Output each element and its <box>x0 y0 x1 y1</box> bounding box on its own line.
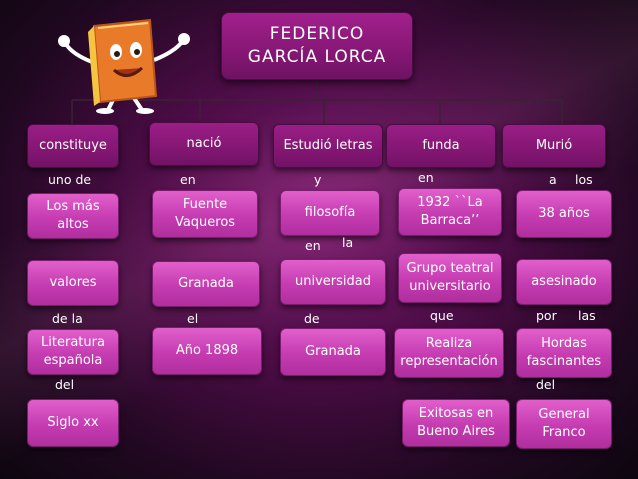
title-line-1: FEDERICO <box>270 23 364 46</box>
header-murio: Murió <box>502 124 606 168</box>
box-literatura-espanola: Literatura española <box>27 329 119 375</box>
connector-que: que <box>430 308 454 323</box>
connector-a: a <box>549 172 557 187</box>
box-fuente-vaqueros: Fuente Vaqueros <box>152 190 258 238</box>
connector-en-2: en <box>305 238 321 253</box>
box-38-anos: 38 años <box>516 190 612 238</box>
box-los-mas-altos: Los más altos <box>27 193 119 239</box>
box-valores: valores <box>27 260 119 306</box>
connector-la: la <box>342 235 353 250</box>
header-funda: funda <box>386 124 496 168</box>
box-filosofia: filosofía <box>280 190 380 236</box>
connector-por: por <box>536 308 557 323</box>
box-exitosas-bueno-aires: Exitosas en Bueno Aires <box>402 399 510 447</box>
box-universidad: universidad <box>280 259 386 305</box>
box-ano-1898: Año 1898 <box>152 327 262 375</box>
title-line-2: GARCÍA LORCA <box>248 46 386 69</box>
header-nacio: nació <box>149 122 259 166</box>
connector-de: de <box>304 311 320 326</box>
connector-y: y <box>314 172 321 187</box>
connector-en-3: en <box>418 170 434 185</box>
connector-del-2: del <box>536 377 555 392</box>
connector-en: en <box>180 172 196 187</box>
connector-de-la: de la <box>52 311 83 326</box>
header-estudio-letras: Estudió letras <box>273 124 383 168</box>
box-realiza-representacion: Realiza representación <box>394 328 504 378</box>
box-siglo-xx: Siglo xx <box>27 399 119 447</box>
box-general-franco: General Franco <box>516 399 612 449</box>
connector-uno-de: uno de <box>48 172 91 187</box>
book-mascot-icon <box>52 14 207 114</box>
box-granada: Granada <box>152 261 260 307</box>
connector-el: el <box>187 311 198 326</box>
connector-del: del <box>55 377 74 392</box>
box-grupo-teatral-universitario: Grupo teatral universitario <box>398 253 502 303</box>
connector-las: las <box>578 308 596 323</box>
box-hordas-fascinantes: Hordas fascinantes <box>516 328 612 378</box>
header-constituye: constituye <box>27 124 119 168</box>
title-box: FEDERICO GARCÍA LORCA <box>221 12 413 80</box>
box-granada-2: Granada <box>280 328 386 376</box>
box-asesinado: asesinado <box>516 259 612 305</box>
connector-los: los <box>575 172 593 187</box>
box-1932-la-barraca: 1932 ``La Barraca’’ <box>398 188 502 236</box>
